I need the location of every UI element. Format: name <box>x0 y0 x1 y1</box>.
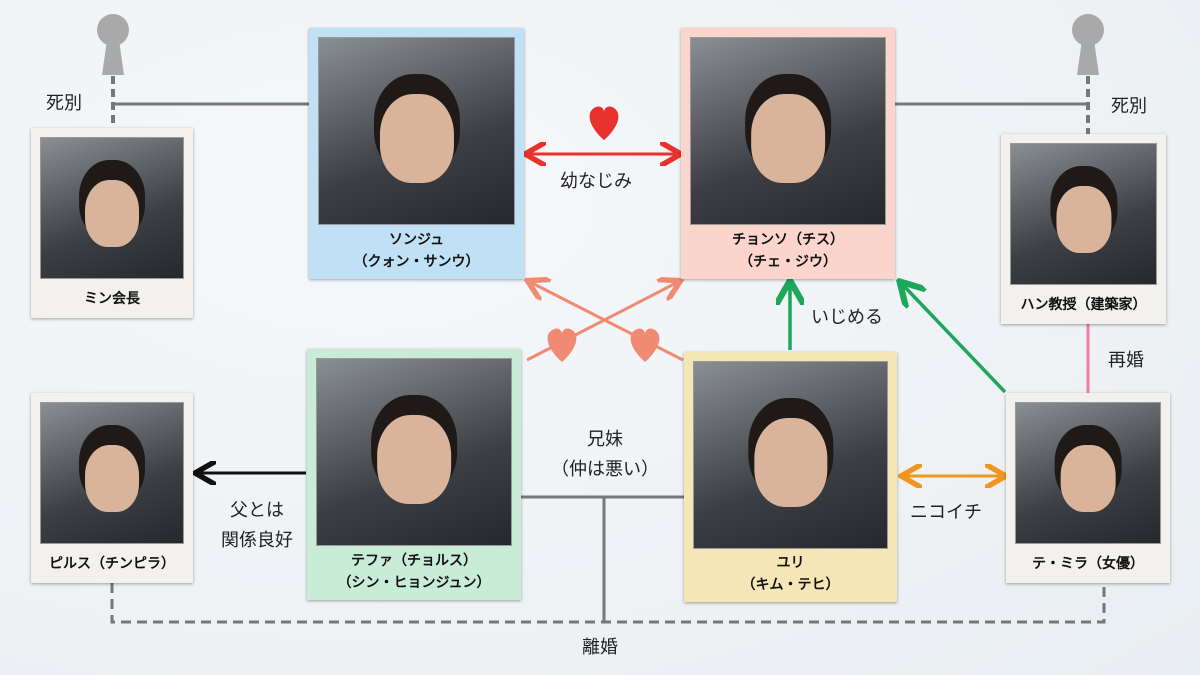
name: ピルス（チンピラ） <box>49 556 175 572</box>
photo <box>316 358 512 546</box>
label-siblings-note: （仲は悪い） <box>551 459 659 480</box>
photo <box>318 37 515 225</box>
label-pair: ニコイチ <box>910 502 982 523</box>
name: テファ（チョルス） <box>351 553 477 569</box>
card-min[interactable]: ミン会長 <box>31 128 193 318</box>
name: チョンソ（チス） <box>732 232 844 248</box>
keyhole-icon-right <box>1072 14 1104 75</box>
label-death-left: 死別 <box>46 93 82 114</box>
label-father-note: 関係良好 <box>221 530 293 551</box>
photo <box>40 402 184 544</box>
name: ソンジュ <box>388 232 445 248</box>
card-sonju[interactable]: ソンジュ （クォン・サンウ） <box>309 28 524 279</box>
heart-icon <box>630 328 660 362</box>
card-tefa[interactable]: テファ（チョルス） （シン・ヒョンジュン） <box>307 349 521 600</box>
actor: （キム・テヒ） <box>741 577 840 593</box>
name: ハン教授（建築家） <box>1020 297 1147 313</box>
label-bully: いじめる <box>811 307 883 328</box>
actor: （クォン・サンウ） <box>353 254 480 270</box>
name: ミン会長 <box>84 291 140 307</box>
label-siblings: 兄妹 <box>587 429 623 450</box>
keyhole-icon-left <box>97 14 129 75</box>
label-remarry: 再婚 <box>1108 350 1144 371</box>
actor: （チェ・ジウ） <box>739 254 837 270</box>
heart-icon <box>547 328 577 362</box>
heart-icon <box>589 106 619 140</box>
card-pirusu[interactable]: ピルス（チンピラ） <box>31 393 193 583</box>
photo <box>690 37 886 225</box>
card-yuri[interactable]: ユリ （キム・テヒ） <box>684 352 897 602</box>
name: ユリ <box>776 555 805 571</box>
card-mira[interactable]: テ・ミラ（女優） <box>1006 393 1170 583</box>
label-death-right: 死別 <box>1111 96 1147 117</box>
photo <box>40 137 184 279</box>
photo <box>693 361 888 549</box>
label-divorce: 離婚 <box>582 637 618 658</box>
actor: （シン・ヒョンジュン） <box>337 575 491 591</box>
photo <box>1015 402 1161 544</box>
card-han[interactable]: ハン教授（建築家） <box>1001 134 1166 324</box>
photo <box>1010 143 1157 285</box>
label-father: 父とは <box>230 500 284 521</box>
name: テ・ミラ（女優） <box>1032 556 1144 572</box>
card-chonso[interactable]: チョンソ（チス） （チェ・ジウ） <box>681 28 895 279</box>
label-childhood: 幼なじみ <box>560 171 632 192</box>
